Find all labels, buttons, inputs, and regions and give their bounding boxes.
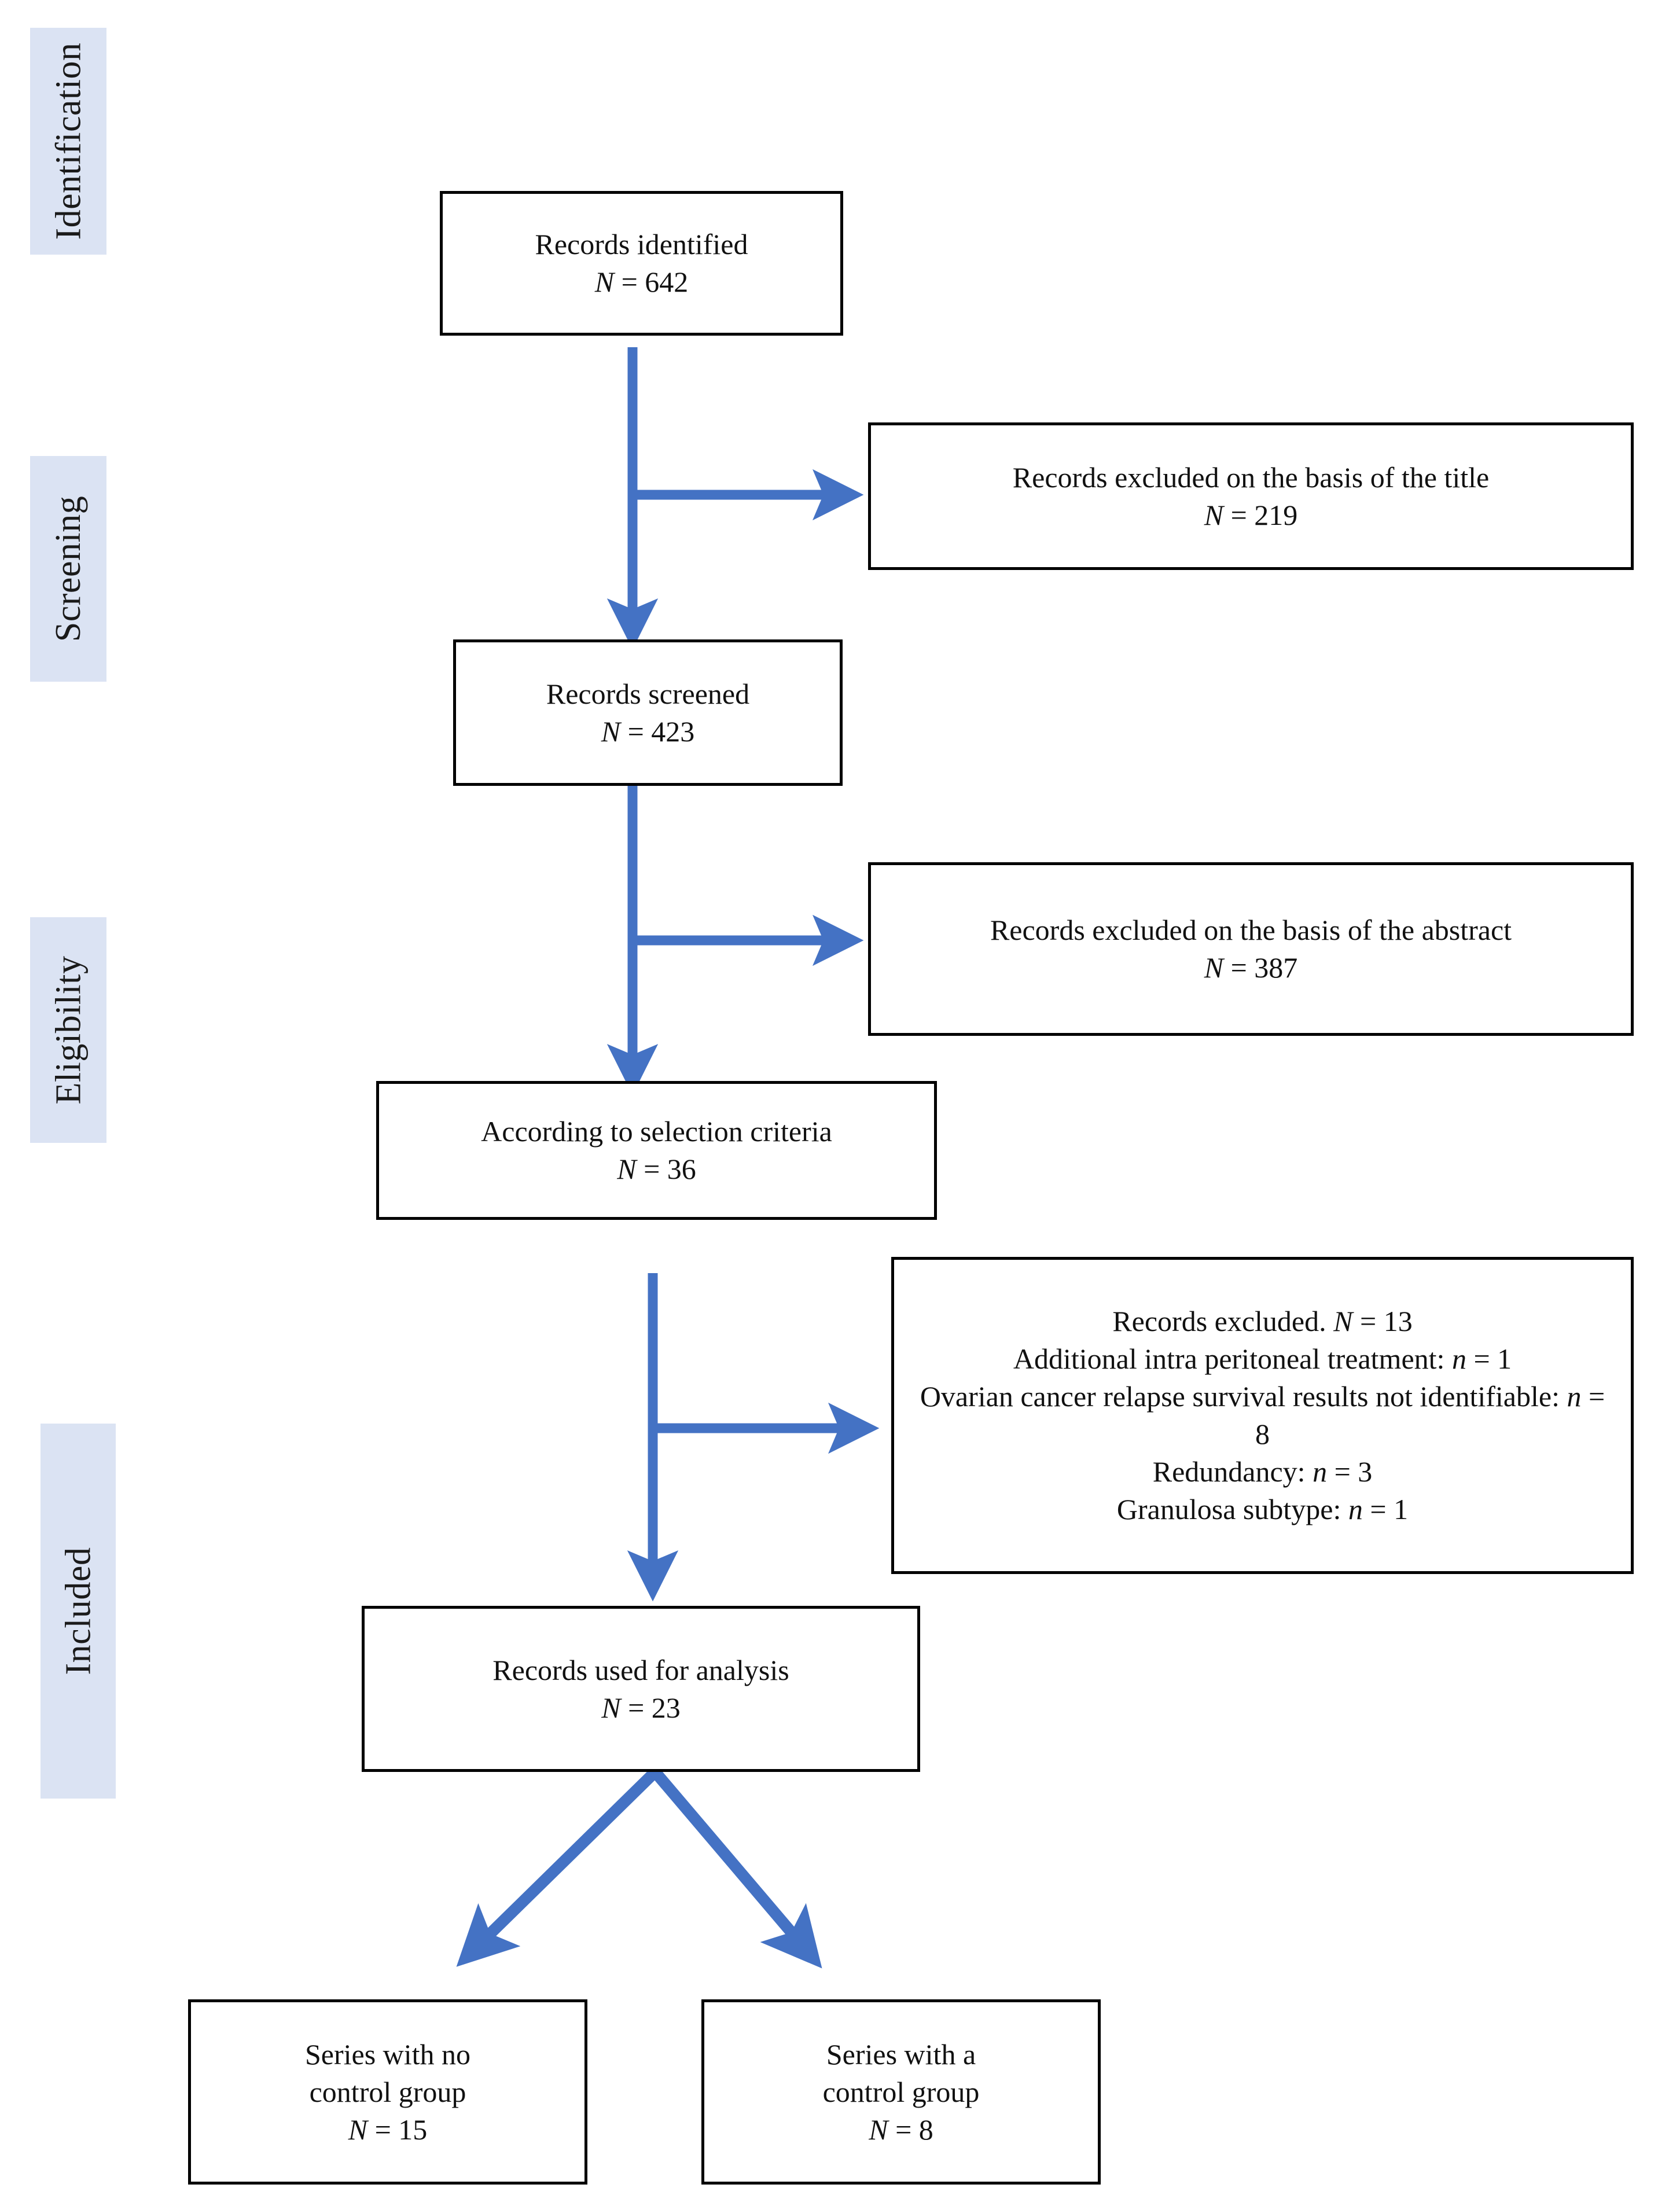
box-records-analysis-label: Records used for analysis (492, 1653, 789, 1686)
count-value: 15 (398, 2113, 428, 2146)
eq-sign: = (1352, 1305, 1384, 1337)
stage-label-identification-text: Identification (49, 42, 89, 240)
count-value: 642 (645, 266, 689, 298)
eq-sign: = (888, 2113, 919, 2146)
stage-label-identification: Identification (30, 28, 106, 255)
count-value: 8 (1255, 1418, 1270, 1450)
n-symbol: N (594, 266, 615, 298)
eq-sign: = (1362, 1493, 1394, 1525)
n-symbol: N (869, 2113, 888, 2146)
box-excluded-reason-item: Additional intra peritoneal treatment: n… (1013, 1340, 1512, 1378)
box-excluded-reason-item: Granulosa subtype: n = 1 (1117, 1491, 1408, 1528)
eq-sign: = (367, 2113, 399, 2146)
box-records-identified-count: N = 642 (595, 263, 689, 301)
box-excluded-abstract-count: N = 387 (1204, 949, 1298, 987)
box-excluded-reasons: Records excluded. N = 13 Additional intr… (891, 1257, 1634, 1574)
stage-label-eligibility: Eligibility (30, 917, 106, 1143)
box-records-screened: Records screened N = 423 (453, 639, 843, 786)
n-symbol: n (1313, 1455, 1328, 1488)
arrow-analysis-to-series-no-control (456, 1767, 660, 1967)
box-excluded-reason-item: Redundancy: n = 3 (1153, 1453, 1373, 1491)
count-value: 36 (667, 1153, 696, 1185)
n-symbol: N (348, 2113, 368, 2146)
count-value: 1 (1497, 1343, 1512, 1375)
eq-sign: = (636, 1153, 667, 1185)
box-excluded-title-count: N = 219 (1204, 497, 1298, 534)
reason-label: Granulosa subtype: (1116, 1493, 1348, 1525)
box-excluded-reason-item: Ovarian cancer relapse survival results … (911, 1378, 1613, 1453)
n-symbol: N (1204, 951, 1224, 984)
count-value: 8 (918, 2113, 933, 2146)
box-records-screened-label: Records screened (546, 677, 750, 710)
box-series-no-control-count: N = 15 (348, 2111, 428, 2149)
stage-label-screening: Screening (30, 456, 106, 682)
reason-label: Ovarian cancer relapse survival results … (920, 1380, 1567, 1413)
stage-label-eligibility-text: Eligibility (49, 955, 89, 1105)
eq-sign: = (1327, 1455, 1358, 1488)
count-value: 23 (651, 1691, 681, 1724)
box-series-with-control-label-2: control group (822, 2075, 980, 2108)
box-series-with-control-count: N = 8 (869, 2111, 933, 2149)
n-symbol: N (601, 715, 621, 748)
box-excluded-title: Records excluded on the basis of the tit… (868, 422, 1634, 570)
box-series-no-control-label-1: Series with no (304, 2038, 471, 2071)
eq-sign: = (1466, 1343, 1498, 1375)
n-symbol: N (601, 1691, 621, 1724)
n-symbol: N (1333, 1305, 1353, 1337)
box-excluded-title-label: Records excluded on the basis of the tit… (1012, 461, 1490, 494)
box-records-analysis-count: N = 23 (601, 1689, 681, 1727)
count-value: 13 (1383, 1305, 1413, 1337)
reason-label: Redundancy: (1152, 1455, 1313, 1488)
eq-sign: = (1581, 1380, 1605, 1413)
box-records-analysis: Records used for analysis N = 23 (362, 1606, 920, 1772)
box-series-with-control: Series with a control group N = 8 (701, 1999, 1101, 2185)
stage-label-screening-text: Screening (49, 495, 89, 642)
eq-sign: = (1223, 498, 1255, 531)
box-series-no-control-label-2: control group (309, 2075, 466, 2108)
eq-sign: = (1223, 951, 1255, 984)
box-records-identified: Records identified N = 642 (440, 191, 843, 336)
box-records-screened-count: N = 423 (601, 713, 695, 751)
heading-text: Records excluded. (1112, 1305, 1334, 1337)
box-series-no-control: Series with no control group N = 15 (188, 1999, 587, 2185)
box-selection-criteria-count: N = 36 (617, 1150, 696, 1188)
reason-label: Additional intra peritoneal treatment: (1013, 1343, 1452, 1375)
count-value: 423 (651, 715, 695, 748)
stage-label-included-text: Included (58, 1547, 98, 1675)
n-symbol: N (617, 1153, 637, 1185)
count-value: 3 (1358, 1455, 1373, 1488)
box-excluded-reasons-heading: Records excluded. N = 13 (1112, 1303, 1412, 1340)
eq-sign: = (620, 1691, 652, 1724)
n-symbol: n (1451, 1343, 1466, 1375)
box-excluded-abstract: Records excluded on the basis of the abs… (868, 862, 1634, 1036)
arrow-analysis-to-series-with-control (650, 1768, 822, 1969)
box-series-with-control-label-1: Series with a (826, 2038, 976, 2071)
n-symbol: n (1348, 1493, 1363, 1525)
n-symbol: n (1567, 1380, 1582, 1413)
box-excluded-abstract-label: Records excluded on the basis of the abs… (990, 914, 1512, 946)
count-value: 219 (1254, 498, 1298, 531)
count-value: 387 (1254, 951, 1298, 984)
eq-sign: = (620, 715, 652, 748)
box-selection-criteria: According to selection criteria N = 36 (376, 1081, 937, 1220)
stage-label-included: Included (41, 1424, 116, 1799)
eq-sign: = (614, 266, 645, 298)
box-selection-criteria-label: According to selection criteria (481, 1115, 832, 1148)
box-records-identified-label: Records identified (535, 228, 748, 260)
n-symbol: N (1204, 498, 1224, 531)
count-value: 1 (1394, 1493, 1409, 1525)
